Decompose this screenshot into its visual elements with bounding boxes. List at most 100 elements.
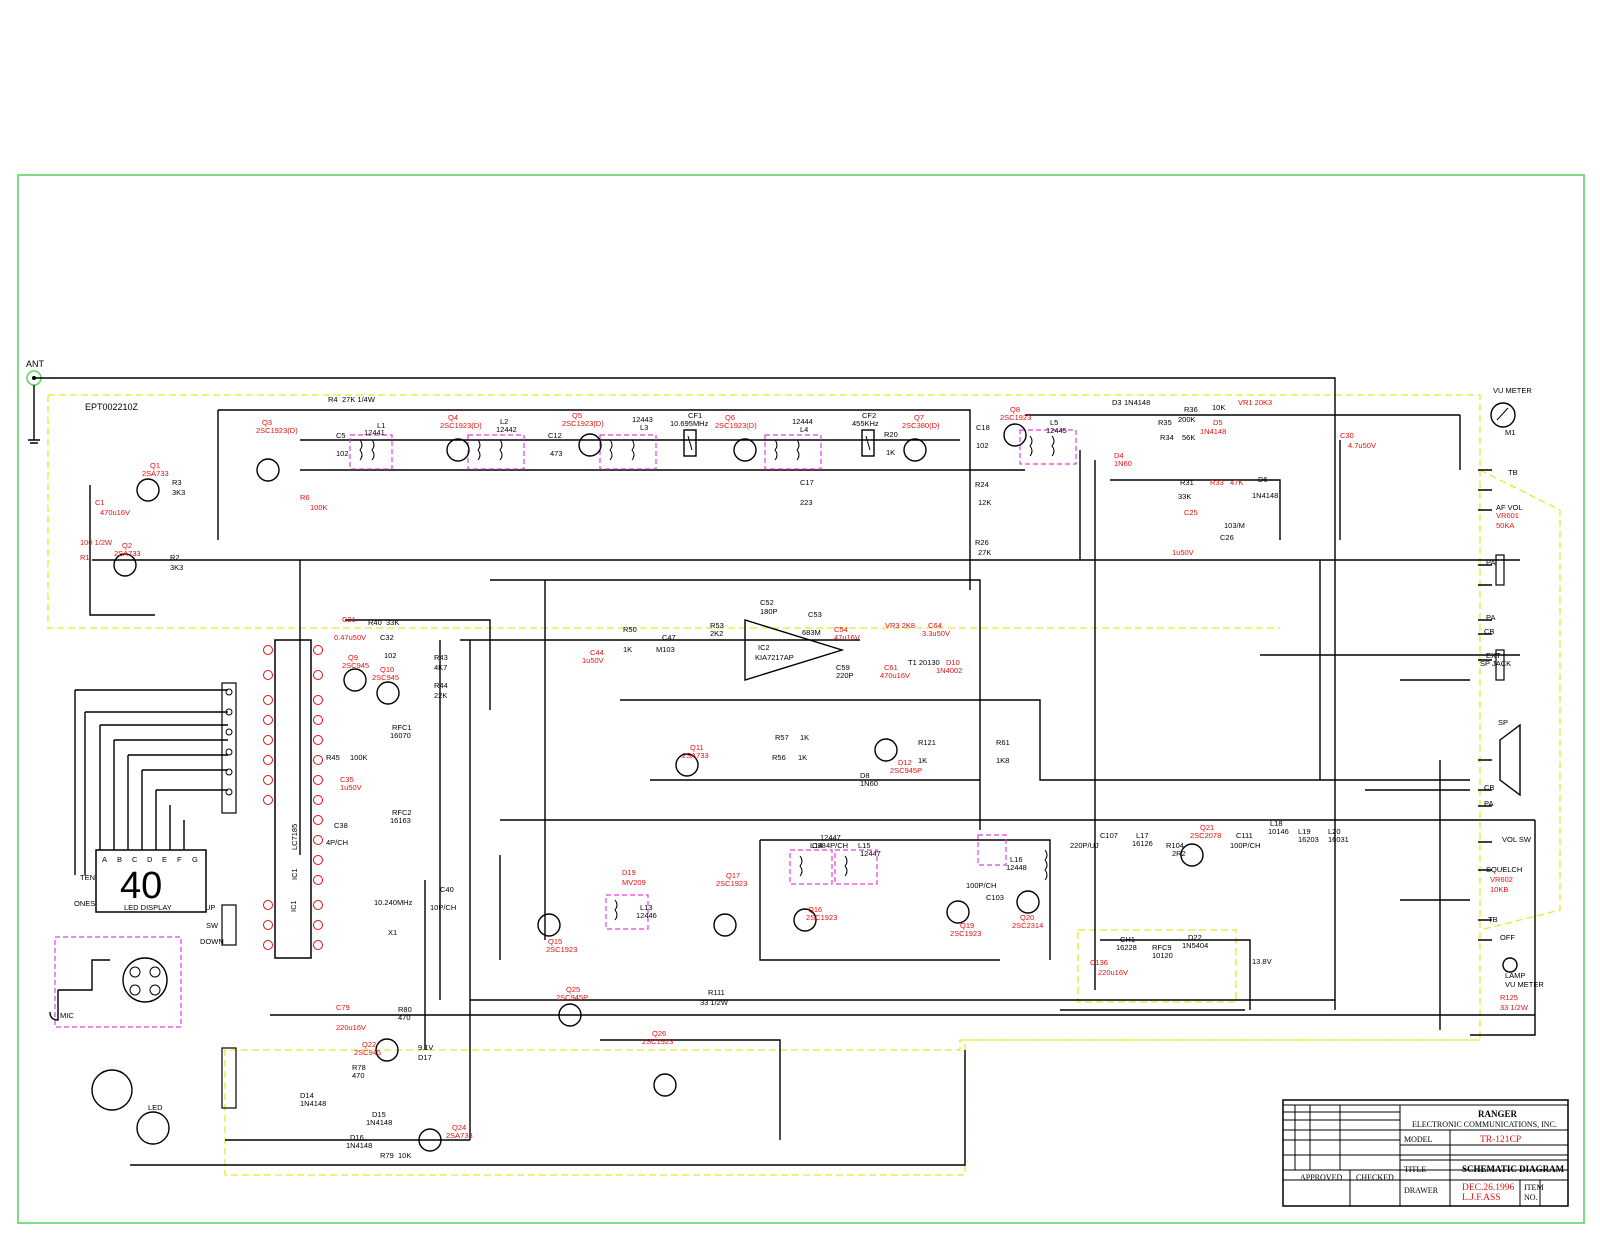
svg-text:L1: L1: [377, 421, 385, 430]
svg-text:R57: R57: [775, 733, 789, 742]
svg-text:C52: C52: [760, 598, 774, 607]
svg-text:R125: R125: [1500, 993, 1518, 1002]
svg-text:1K: 1K: [798, 753, 807, 762]
svg-text:16228: 16228: [1116, 943, 1137, 952]
svg-text:RFC9: RFC9: [1152, 943, 1172, 952]
svg-text:VU METER: VU METER: [1505, 980, 1544, 989]
svg-text:13.8V: 13.8V: [1252, 957, 1272, 966]
svg-text:C: C: [132, 855, 138, 864]
svg-text:OFF: OFF: [1500, 933, 1515, 942]
svg-text:Q19: Q19: [960, 921, 974, 930]
svg-text:Q20: Q20: [1020, 913, 1034, 922]
svg-text:Q21: Q21: [1200, 823, 1214, 832]
svg-text:LC7185: LC7185: [290, 824, 299, 850]
svg-text:PA: PA: [1486, 613, 1495, 622]
svg-text:1K: 1K: [623, 645, 632, 654]
svg-text:2SA733: 2SA733: [142, 469, 169, 478]
svg-text:D4: D4: [1114, 451, 1124, 460]
svg-text:Q5: Q5: [572, 411, 582, 420]
svg-text:RANGER: RANGER: [1478, 1109, 1518, 1119]
svg-text:1N4148: 1N4148: [1252, 491, 1278, 500]
pcb-outline-right: [1479, 469, 1561, 931]
svg-text:1N4148: 1N4148: [1124, 398, 1150, 407]
svg-text:TB: TB: [1508, 468, 1518, 477]
svg-text:C136: C136: [1090, 958, 1108, 967]
pcb-outline-main: [47, 394, 1481, 1176]
svg-text:R44: R44: [434, 681, 448, 690]
svg-text:1K: 1K: [800, 733, 809, 742]
svg-text:470u16V: 470u16V: [100, 508, 130, 517]
svg-text:CH1: CH1: [1120, 935, 1135, 944]
svg-text:Q3: Q3: [262, 418, 272, 427]
svg-text:R79: R79: [380, 1151, 394, 1160]
svg-text:33 1/2W: 33 1/2W: [1500, 1003, 1529, 1012]
svg-text:10P/CH: 10P/CH: [430, 903, 456, 912]
svg-text:VR3 2K8: VR3 2K8: [885, 621, 915, 630]
svg-text:1N4148: 1N4148: [346, 1141, 372, 1150]
svg-text:1N4002: 1N4002: [936, 666, 962, 675]
svg-text:2SC1923(D): 2SC1923(D): [562, 419, 604, 428]
svg-text:12448: 12448: [1006, 863, 1027, 872]
svg-text:Q8: Q8: [1010, 405, 1020, 414]
front-panel: VU METER M1 TB AF VOL VR601 50KA PA PA C…: [1478, 386, 1544, 989]
svg-text:AF VOL: AF VOL: [1496, 503, 1523, 512]
svg-text:27K 1/4W: 27K 1/4W: [342, 395, 376, 404]
svg-text:R34: R34: [1160, 433, 1174, 442]
ceramic-filters: [683, 429, 875, 457]
svg-text:C17: C17: [800, 478, 814, 487]
svg-text:102: 102: [976, 441, 989, 450]
svg-text:L.J.F.ASS: L.J.F.ASS: [1462, 1193, 1501, 1203]
svg-text:1u50V: 1u50V: [340, 783, 362, 792]
svg-text:220P/UJ: 220P/UJ: [1070, 841, 1099, 850]
svg-text:33K: 33K: [1178, 492, 1191, 501]
svg-text:PA: PA: [1484, 799, 1493, 808]
svg-text:D6: D6: [1258, 475, 1268, 484]
svg-text:1u50V: 1u50V: [582, 656, 604, 665]
svg-text:C32: C32: [380, 633, 394, 642]
svg-text:EXT: EXT: [1486, 651, 1501, 660]
svg-text:1K8: 1K8: [996, 756, 1009, 765]
svg-text:MV209: MV209: [622, 878, 646, 887]
svg-text:2SC1923(D): 2SC1923(D): [256, 426, 298, 435]
svg-text:TITLE: TITLE: [1404, 1165, 1426, 1174]
svg-text:C35: C35: [340, 775, 354, 784]
svg-text:L14: L14: [810, 841, 823, 850]
svg-text:L5: L5: [1050, 418, 1058, 427]
svg-text:L16: L16: [1010, 855, 1023, 864]
svg-text:R2: R2: [170, 553, 180, 562]
svg-text:L3: L3: [640, 423, 648, 432]
svg-text:2SC380(D): 2SC380(D): [902, 421, 940, 430]
svg-text:Q24: Q24: [452, 1123, 466, 1132]
svg-text:470u16V: 470u16V: [880, 671, 910, 680]
svg-text:L17: L17: [1136, 831, 1149, 840]
svg-text:IC1: IC1: [290, 868, 299, 880]
svg-text:C79: C79: [336, 1003, 350, 1012]
svg-text:2SC945: 2SC945: [354, 1048, 381, 1057]
svg-text:VR602: VR602: [1490, 875, 1513, 884]
svg-text:MODEL: MODEL: [1404, 1135, 1433, 1144]
svg-text:R50: R50: [623, 625, 637, 634]
svg-text:47K: 47K: [1230, 478, 1243, 487]
svg-text:2R2: 2R2: [1172, 849, 1186, 858]
svg-text:D3: D3: [1112, 398, 1122, 407]
svg-text:103/M: 103/M: [1224, 521, 1245, 530]
svg-text:C107: C107: [1100, 831, 1118, 840]
ic1-pins: [263, 645, 323, 950]
svg-text:2K2: 2K2: [710, 629, 723, 638]
svg-text:R40: R40: [368, 618, 382, 627]
svg-text:10K: 10K: [1212, 403, 1225, 412]
svg-text:R33: R33: [1210, 478, 1224, 487]
svg-text:TEN: TEN: [80, 873, 95, 882]
svg-text:C103: C103: [986, 893, 1004, 902]
svg-text:D19: D19: [622, 868, 636, 877]
svg-text:1N60: 1N60: [860, 779, 878, 788]
svg-text:R20: R20: [884, 430, 898, 439]
svg-text:R3: R3: [172, 478, 182, 487]
svg-text:D12: D12: [898, 758, 912, 767]
svg-text:2SA733: 2SA733: [114, 549, 141, 558]
svg-text:12443: 12443: [632, 415, 653, 424]
svg-text:C30: C30: [1340, 431, 1354, 440]
svg-text:Q7: Q7: [914, 413, 924, 422]
